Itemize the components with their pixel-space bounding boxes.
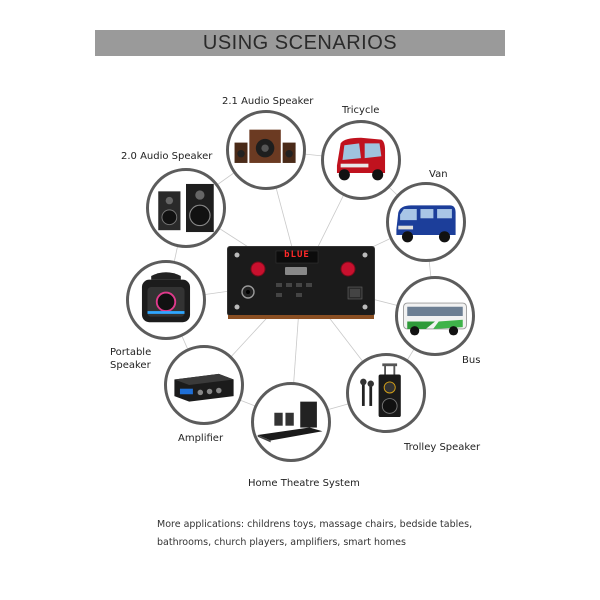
label-bus: Bus (462, 355, 481, 366)
board-graphic (234, 250, 368, 310)
tricycle-icon (336, 137, 386, 181)
trolley-speaker-icon (360, 363, 401, 418)
label-trolley-speaker: Trolley Speaker (404, 442, 481, 453)
footer-line-1: More applications: childrens toys, massa… (157, 519, 473, 530)
circle-portable-speaker (126, 260, 206, 340)
circle-amplifier (164, 345, 244, 425)
label-tricycle: Tricycle (342, 105, 380, 116)
circle-bus (395, 276, 475, 356)
circle-2-0-audio-speaker (146, 168, 226, 248)
bus-icon (403, 302, 467, 336)
label-van: Van (429, 169, 448, 180)
label-portable-speaker: Portable Speaker (110, 346, 151, 372)
home-theatre-icon (257, 401, 323, 443)
speaker-2-0-icon (158, 183, 214, 233)
circle-2-1-audio-speaker (226, 110, 306, 190)
label-home-theatre: Home Theatre System (248, 478, 360, 489)
circle-tricycle (321, 120, 401, 200)
label-amplifier: Amplifier (178, 433, 224, 444)
board-display: bLUE (284, 250, 310, 260)
amplifier-icon (174, 373, 234, 402)
van-icon (396, 205, 456, 243)
more-applications: More applications: childrens toys, massa… (157, 516, 477, 552)
board-wood-trim (228, 315, 374, 319)
circle-home-theatre (251, 382, 331, 462)
speaker-2-1-icon (234, 129, 296, 163)
title-banner: USING SCENARIOS (95, 30, 505, 56)
audio-decoder-board: bLUE (228, 247, 374, 315)
page-title: USING SCENARIOS (202, 31, 398, 54)
label-2-1-audio-speaker: 2.1 Audio Speaker (222, 96, 314, 107)
circle-trolley-speaker (346, 353, 426, 433)
label-2-0-audio-speaker: 2.0 Audio Speaker (121, 151, 213, 162)
portable-speaker-icon (141, 272, 191, 323)
portable-speaker-text: Portable Speaker (110, 347, 152, 371)
circle-van (386, 182, 466, 262)
footer-line-2: bathrooms, church players, amplifiers, s… (157, 537, 406, 548)
